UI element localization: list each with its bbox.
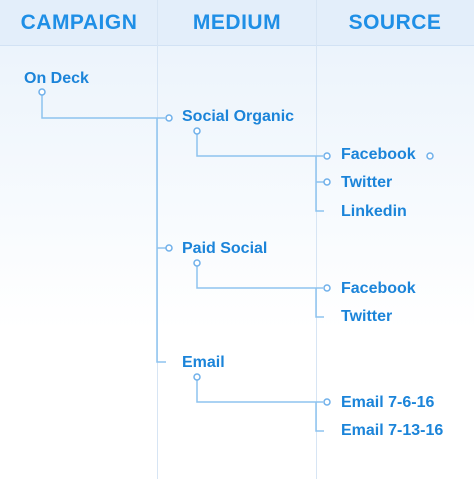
- source-node: Email 7-6-16: [341, 394, 435, 411]
- node-dot: [193, 259, 201, 267]
- source-node: Linkedin: [341, 203, 407, 220]
- connector-social-organic: [196, 132, 323, 157]
- node-dot: [426, 152, 434, 160]
- connector-email-spine: [315, 402, 324, 432]
- source-node: Twitter: [341, 174, 393, 191]
- source-node: Facebook: [341, 280, 416, 297]
- node-dot: [323, 178, 331, 186]
- node-dot: [323, 152, 331, 160]
- connector-social-organic-spine: [315, 156, 324, 212]
- node-dot: [323, 284, 331, 292]
- node-dot: [323, 398, 331, 406]
- connector-paid-social-spine: [315, 288, 324, 318]
- connector-paid-social: [196, 263, 323, 289]
- campaign-node: On Deck: [24, 70, 89, 87]
- header-bar: CAMPAIGN MEDIUM SOURCE: [0, 0, 474, 46]
- medium-node-social-organic: Social Organic: [182, 108, 295, 125]
- source-node: Twitter: [341, 308, 393, 325]
- connector-medium-spine: [156, 118, 166, 363]
- connector-campaign: [41, 92, 165, 119]
- node-dot: [165, 114, 173, 122]
- node-dot: [165, 244, 173, 252]
- column-header-medium: MEDIUM: [192, 11, 282, 34]
- column-header-campaign: CAMPAIGN: [20, 11, 138, 34]
- node-dot: [193, 127, 201, 135]
- medium-node-email: Email: [182, 354, 225, 371]
- medium-node-paid-social: Paid Social: [182, 240, 268, 257]
- node-dot: [193, 373, 201, 381]
- source-node: Facebook: [341, 146, 416, 163]
- column-divider-right: [316, 0, 317, 479]
- node-dot: [38, 88, 46, 96]
- connector-email: [196, 377, 323, 403]
- column-header-source: SOURCE: [348, 11, 442, 34]
- source-node: Email 7-13-16: [341, 422, 444, 439]
